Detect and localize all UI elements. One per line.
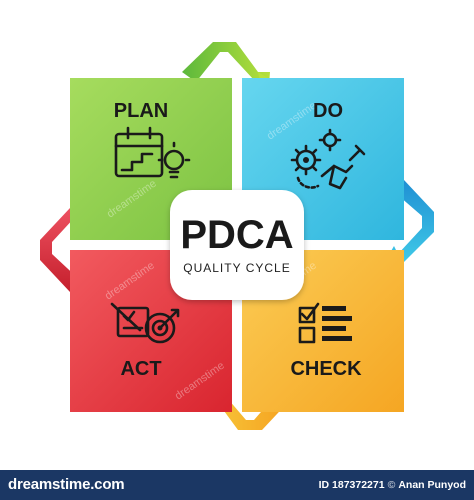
check-label: CHECK: [290, 358, 362, 380]
footer-bar: dreamstime.com ID 187372271©Anan Punyod: [0, 470, 474, 500]
footer-separator: ©: [387, 479, 396, 491]
center-subtitle: QUALITY CYCLE: [183, 261, 290, 275]
center-card: PDCA QUALITY CYCLE: [170, 190, 304, 300]
center-title: PDCA: [180, 213, 293, 257]
calendar-lightbulb-icon: [114, 126, 191, 179]
do-label: DO: [313, 100, 343, 122]
footer-credits: ID 187372271©Anan Punyod: [319, 479, 466, 491]
author-name[interactable]: Anan Punyod: [398, 479, 466, 491]
footer-logo[interactable]: dreamstime.com: [8, 476, 125, 493]
image-id: ID 187372271: [318, 479, 385, 491]
pdca-diagram: dreamstime dreamstime dreamstime dreamst…: [40, 42, 434, 430]
checklist-target-icon: [110, 302, 180, 344]
checkbox-list-icon: [298, 302, 352, 344]
plan-label: PLAN: [114, 100, 168, 122]
act-label: ACT: [120, 358, 161, 380]
gears-hand-icon: [290, 128, 366, 190]
